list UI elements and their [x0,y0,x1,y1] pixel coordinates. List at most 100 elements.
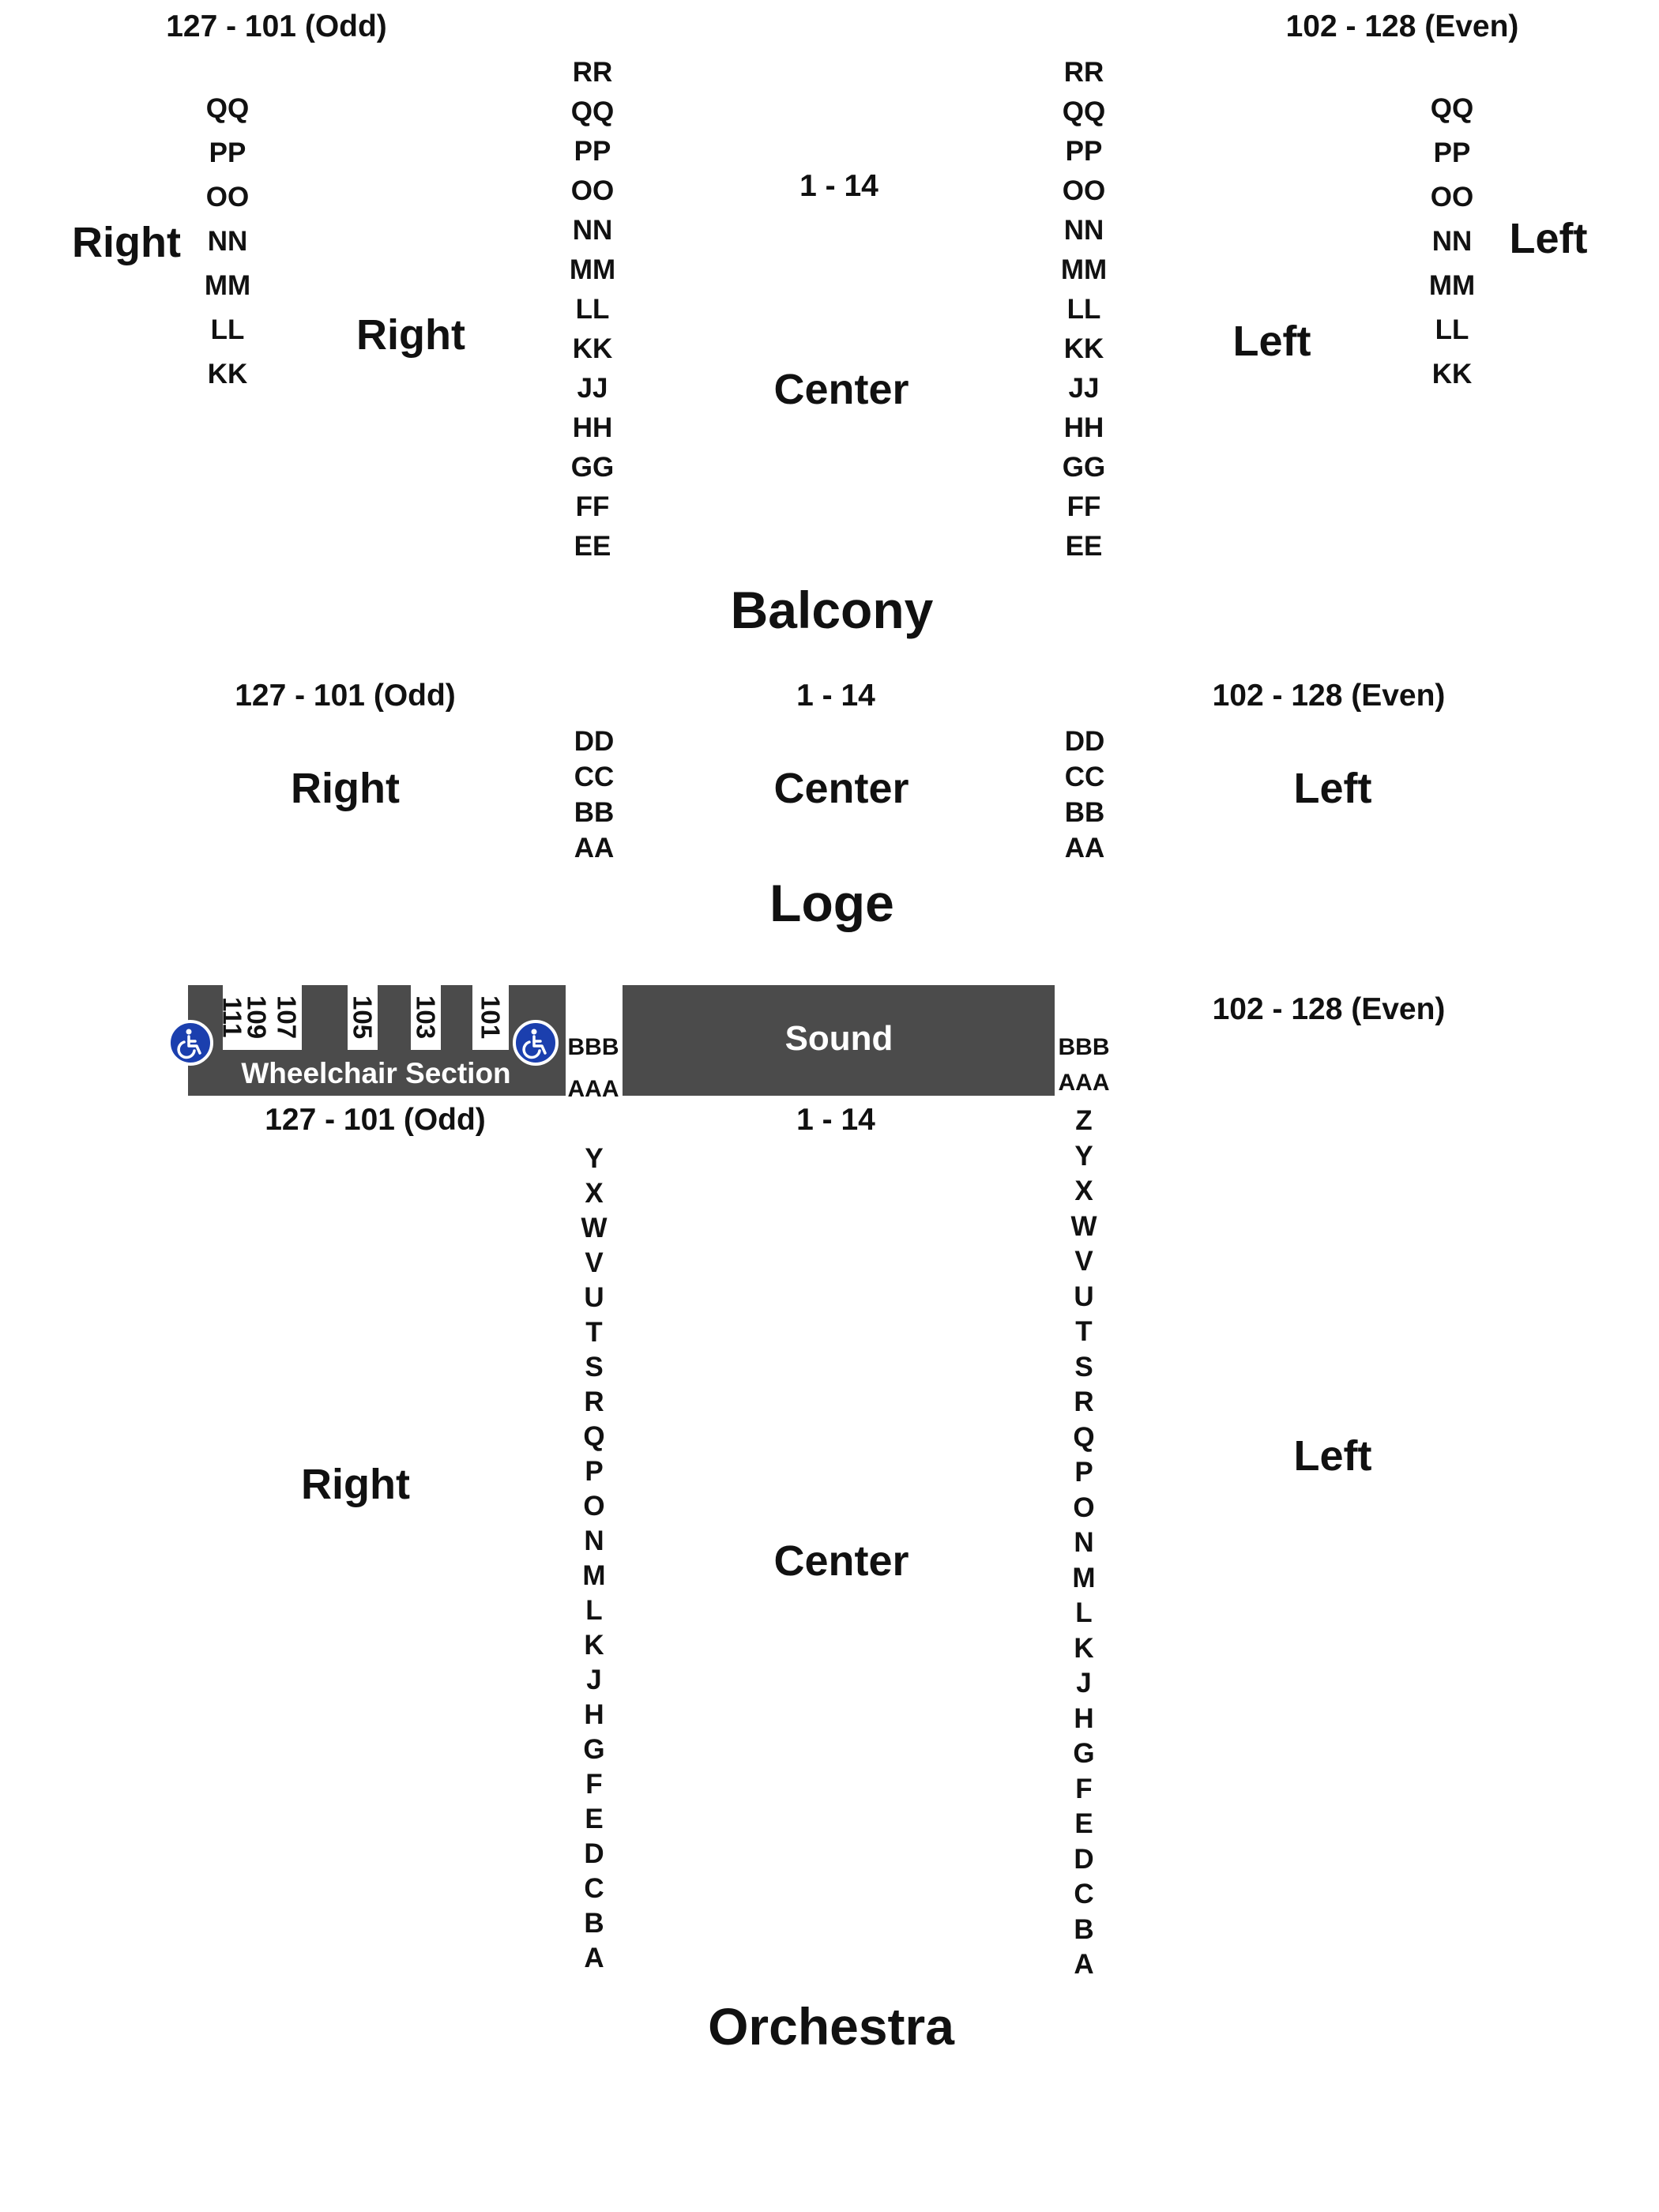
row-label[interactable]: LL [1066,294,1101,325]
row-label[interactable]: A [584,1943,604,1973]
row-label[interactable]: AA [574,833,615,863]
row-label[interactable]: Q [583,1421,605,1452]
row-label[interactable]: GG [570,452,615,483]
row-label[interactable]: W [1070,1210,1097,1242]
row-label[interactable]: B [584,1908,604,1939]
row-label[interactable]: A [1074,1949,1094,1980]
row-label[interactable]: PP [1433,137,1471,168]
row-label[interactable]: HH [1063,412,1104,443]
row-label[interactable]: BBB [567,1034,619,1060]
row-label[interactable]: O [583,1491,605,1522]
row-label[interactable]: J [586,1665,602,1695]
row-label[interactable]: OO [1062,175,1106,206]
row-label[interactable]: M [582,1560,606,1591]
balcony-outer-left-label[interactable]: Left [1509,215,1588,262]
row-label[interactable]: EE [1065,531,1103,562]
balcony-inner-left-label[interactable]: Left [1232,318,1311,365]
row-label[interactable]: LL [210,314,245,345]
row-label[interactable]: Z [1075,1105,1093,1136]
row-label[interactable]: MM [569,254,616,285]
wheelchair-seat-101[interactable]: 101 [472,985,509,1050]
row-label[interactable]: X [1074,1176,1093,1206]
row-label[interactable]: LL [575,294,610,325]
row-label[interactable]: AAA [1058,1070,1110,1096]
row-label[interactable]: F [1075,1773,1093,1804]
row-label[interactable]: Y [585,1143,604,1174]
wheelchair-seat-105[interactable]: 105 [348,985,378,1050]
row-label[interactable]: U [584,1282,604,1313]
row-label[interactable]: N [1074,1527,1094,1558]
row-label[interactable]: C [584,1873,604,1904]
orchestra-center-label[interactable]: Center [773,1537,909,1585]
row-label[interactable]: Q [1073,1421,1095,1453]
row-label[interactable]: N [584,1525,604,1556]
row-label[interactable]: QQ [570,96,615,127]
row-label[interactable]: H [584,1699,604,1730]
row-label[interactable]: K [584,1630,604,1661]
row-label[interactable]: NN [1431,226,1473,257]
row-label[interactable]: P [1074,1457,1093,1488]
row-label[interactable]: E [585,1804,604,1834]
row-label[interactable]: G [1073,1738,1095,1769]
wheelchair-seat-111[interactable]: 111 [218,985,247,1050]
loge-left-label[interactable]: Left [1293,765,1372,812]
row-label[interactable]: R [584,1386,604,1417]
wheelchair-seat-109[interactable]: 109 [242,985,272,1050]
row-label[interactable]: B [1074,1913,1094,1945]
row-label[interactable]: U [1074,1281,1094,1312]
row-label[interactable]: O [1073,1492,1095,1523]
row-label[interactable]: JJ [577,373,608,404]
row-label[interactable]: L [1075,1597,1093,1628]
row-label[interactable]: E [1074,1808,1093,1839]
row-label[interactable]: QQ [1062,96,1106,127]
row-label[interactable]: NN [572,215,613,246]
orchestra-right-label[interactable]: Right [301,1461,410,1508]
row-label[interactable]: FF [1066,491,1101,522]
row-label[interactable]: T [585,1317,603,1348]
row-label[interactable]: C [1074,1879,1094,1909]
row-label[interactable]: DD [574,726,615,757]
row-label[interactable]: T [1075,1316,1093,1347]
row-label[interactable]: KK [1431,359,1473,389]
row-label[interactable]: PP [209,137,246,168]
row-label[interactable]: K [1074,1632,1094,1664]
row-label[interactable]: S [585,1352,604,1382]
row-label[interactable]: BB [1064,797,1105,828]
row-label[interactable]: OO [570,175,615,206]
row-label[interactable]: FF [575,491,610,522]
row-label[interactable]: V [585,1247,604,1278]
row-label[interactable]: CC [574,762,615,792]
row-label[interactable]: Y [1074,1140,1093,1172]
row-label[interactable]: M [1072,1562,1096,1593]
row-label[interactable]: V [1074,1246,1093,1277]
row-label[interactable]: J [1076,1668,1092,1698]
row-label[interactable]: GG [1062,452,1106,483]
row-label[interactable]: S [1074,1351,1093,1382]
row-label[interactable]: BB [574,797,615,828]
row-label[interactable]: X [585,1178,604,1209]
balcony-outer-right-label[interactable]: Right [72,219,181,266]
row-label[interactable]: D [584,1838,604,1869]
row-label[interactable]: CC [1064,762,1105,792]
wheelchair-seat-107[interactable]: 107 [272,985,302,1050]
row-label[interactable]: PP [574,136,611,167]
balcony-center-label[interactable]: Center [773,366,909,413]
orchestra-left-label[interactable]: Left [1293,1432,1372,1480]
row-label[interactable]: NN [207,226,248,257]
row-label[interactable]: KK [207,359,248,389]
row-label[interactable]: R [1074,1386,1094,1417]
row-label[interactable]: EE [574,531,611,562]
row-label[interactable]: QQ [205,93,250,124]
row-label[interactable]: MM [1428,270,1476,301]
row-label[interactable]: RR [572,57,613,88]
row-label[interactable]: P [585,1456,604,1487]
balcony-inner-right-label[interactable]: Right [356,311,465,359]
row-label[interactable]: L [585,1595,603,1626]
row-label[interactable]: AAA [567,1076,619,1102]
row-label[interactable]: G [583,1734,605,1765]
wheelchair-seat-103[interactable]: 103 [411,985,441,1050]
row-label[interactable]: OO [205,182,250,213]
row-label[interactable]: KK [572,333,613,364]
loge-right-label[interactable]: Right [291,765,400,812]
row-label[interactable]: KK [1063,333,1104,364]
